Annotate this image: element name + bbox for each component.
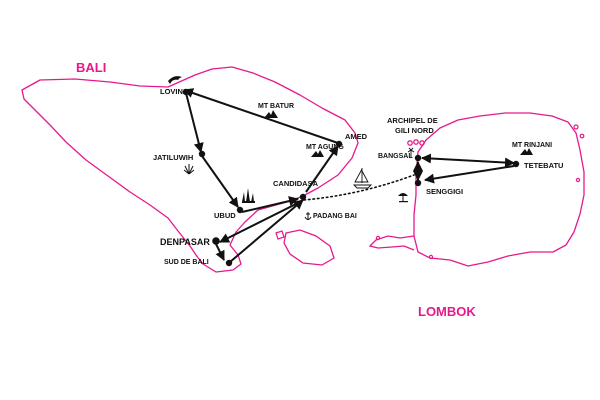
anchor-icon [304, 212, 312, 220]
temple-icon [242, 188, 255, 203]
route-denpasar-sud [215, 243, 225, 261]
route-ubud-candidasa [241, 196, 299, 213]
label-lovina: LOVINA [160, 87, 189, 96]
marker-jatiluwih [198, 150, 206, 158]
mountain-icon [311, 150, 324, 157]
route-candidasa-amed [305, 145, 339, 193]
label-archipel-line1: ARCHIPEL DE [387, 116, 438, 125]
label-bangsal: BANGSAL [378, 153, 413, 160]
label-sud-de-bali: SUD DE BALI [164, 259, 209, 266]
beach-umbrella-icon [398, 193, 408, 203]
gili-island-1 [407, 140, 413, 146]
island-label-bali: BALI [76, 60, 106, 75]
lombok-peninsula-coastline [368, 235, 415, 251]
marker-ubud [236, 206, 244, 214]
route-jatiluwih-ubud [201, 155, 239, 208]
islet [573, 124, 579, 130]
label-tetebatu: TETEBATU [524, 161, 563, 170]
label-senggigi: SENGGIGI [426, 187, 463, 196]
route-bangsal-tetebatu [421, 153, 515, 168]
mountain-icon [520, 148, 533, 155]
marker-sud-de-bali [225, 259, 233, 267]
route-candidasa-denpasar [219, 201, 301, 243]
label-amed: AMED [345, 132, 368, 141]
gili-island-3 [419, 140, 425, 146]
marker-lovina [182, 88, 190, 96]
label-denpasar: DENPASAR [160, 237, 210, 247]
islet [428, 254, 434, 260]
nusa-penida-coastline [283, 229, 335, 266]
palm-tree-icon [407, 147, 415, 157]
route-lines [183, 88, 515, 263]
islet [375, 235, 381, 241]
label-jatiluwih: JATILUWIH [153, 153, 193, 162]
label-mt-batur: MT BATUR [258, 103, 294, 110]
location-markers [182, 88, 520, 267]
route-amed-lovina [183, 88, 339, 144]
marker-amed [335, 140, 343, 148]
route-lovina-jatiluwih [185, 92, 204, 153]
islet [575, 177, 581, 183]
sailboat-icon [352, 168, 373, 189]
gili-island-2 [413, 139, 419, 145]
nusa-lembongan-coastline [275, 230, 285, 240]
island-label-lombok: LOMBOK [418, 304, 476, 319]
ferry-route-padang-bai-lombok [303, 174, 415, 201]
mountain-icon [264, 110, 278, 118]
label-candidasa: CANDIDASA [273, 179, 319, 188]
route-sud-candidasa [229, 199, 304, 263]
rice-plant-icon [183, 164, 195, 175]
dolphin-icon [168, 76, 182, 84]
label-archipel-line2: GILI NORD [395, 126, 434, 135]
label-ubud: UBUD [214, 211, 236, 220]
lombok-coastline [413, 112, 585, 267]
islet [579, 133, 585, 139]
marker-candidasa [299, 193, 307, 201]
marker-bangsal [414, 154, 422, 162]
label-mt-agung: MT AGUNG [306, 144, 344, 151]
route-tetebatu-senggigi [424, 165, 515, 184]
label-padang-bai: PADANG BAI [313, 213, 357, 220]
bali-coastline [21, 66, 359, 273]
marker-denpasar [212, 237, 220, 245]
label-mt-rinjani: MT RINJANI [512, 142, 552, 149]
marker-senggigi [414, 179, 422, 187]
marker-tetebatu [512, 160, 520, 168]
